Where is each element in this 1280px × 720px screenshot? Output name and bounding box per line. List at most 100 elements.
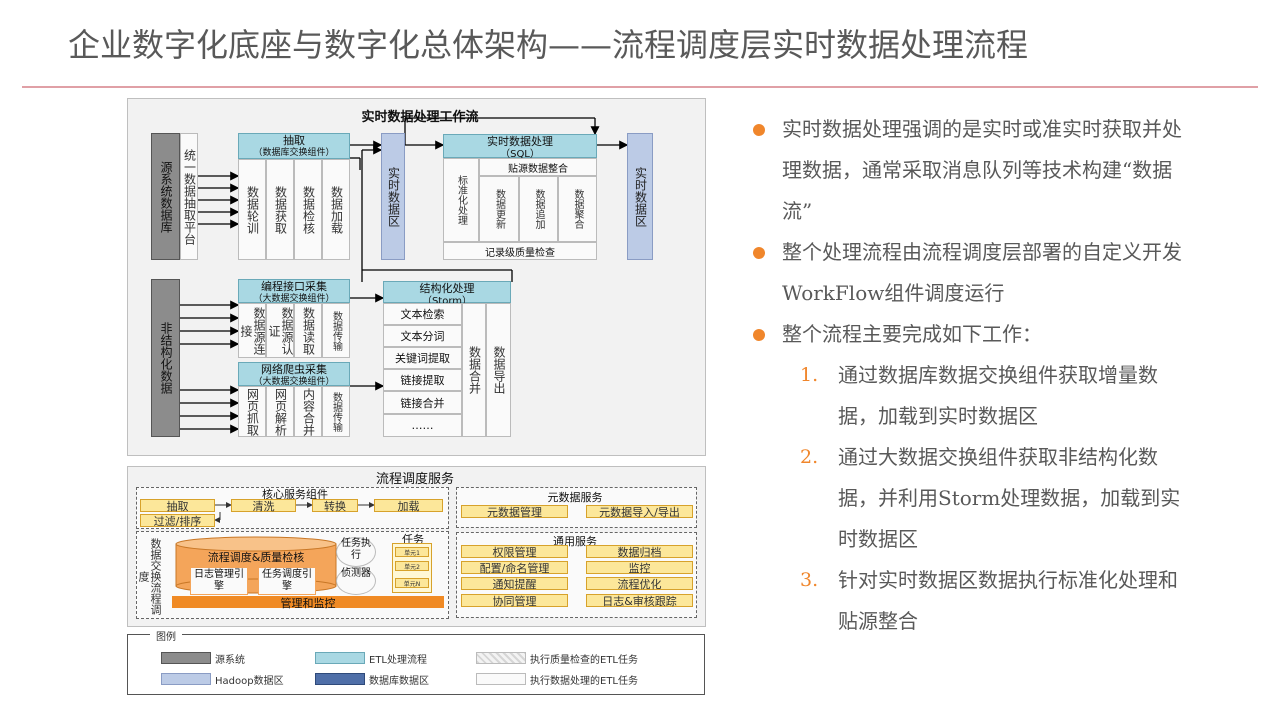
common-item-1: 数据归档 [586, 545, 693, 559]
storm-item-3: 链接提取 [383, 369, 462, 391]
paste-item-0: 数据更新 [479, 176, 519, 242]
bullet-dot-3 [753, 329, 765, 341]
task-unit-2: 单元2 [395, 561, 429, 571]
extract-item-2: 数据检核 [294, 159, 322, 260]
crawler-title: 网络爬虫采集 [261, 363, 327, 376]
bullet-1: 实时数据处理强调的是实时或准实时获取并处理数据，通常采取消息队列等技术构建“数据… [782, 117, 1182, 223]
core-item-load: 加载 [374, 499, 443, 513]
step-num-1: 1. [800, 364, 819, 386]
task-exec-label: 任务执行 [341, 538, 371, 561]
task-unit-n: 单元N [395, 578, 429, 588]
storm-export: 数据导出 [486, 303, 511, 437]
crawler-item-0: 网页抓取 [238, 386, 266, 437]
api-collect-title: 编程接口采集 [261, 280, 327, 293]
common-item-6: 协同管理 [461, 594, 568, 608]
core-arrows [214, 502, 375, 523]
legend-label-process: 执行数据处理的ETL任务 [530, 676, 638, 687]
crawler-subtitle: （大数据交换组件） [253, 377, 335, 387]
workflow-arrows [180, 117, 629, 434]
page-title: 企业数字化底座与数字化总体架构——流程调度层实时数据处理流程 [68, 26, 1029, 64]
storm-item-4: 链接合并 [383, 391, 462, 414]
extract-item-3: 数据加载 [322, 159, 350, 260]
paste-item-1: 数据追加 [519, 176, 558, 242]
standardize-block: 标准化处理 [443, 158, 479, 242]
storm-item-1: 文本分词 [383, 325, 462, 347]
common-item-0: 权限管理 [461, 545, 568, 559]
legend-title: 图例 [150, 628, 182, 643]
detector-label: 侦测器 [341, 568, 371, 579]
api-item-2: 数据读取 [294, 303, 322, 358]
legend-swatch-hadoop [161, 673, 211, 685]
title-divider [22, 86, 1258, 88]
bullet-dot-2 [753, 247, 765, 259]
step-1: 通过数据库数据交换组件获取增量数据，加载到实时数据区 [838, 363, 1158, 428]
common-item-5: 流程优化 [586, 577, 693, 591]
core-item-filter: 过滤/排序 [140, 514, 215, 528]
realtime-proc-subtitle: （SQL） [500, 149, 540, 160]
unified-platform-block: 统一数据抽取平台 [180, 133, 198, 260]
common-item-4: 通知提醒 [461, 577, 568, 591]
exchange-side-label: 数据交换流程调度 [137, 537, 162, 615]
detector-oval [336, 567, 376, 595]
core-item-transform: 转换 [312, 499, 358, 513]
extract-header: 抽取 （数据库交换组件） [238, 133, 350, 159]
api-item-0: 数据源连接 [238, 303, 266, 358]
storm-title: 结构化处理 [419, 282, 475, 295]
legend-swatch-etl [315, 652, 365, 664]
extract-item-1: 数据获取 [266, 159, 294, 260]
extract-title: 抽取 [283, 134, 305, 147]
legend-label-source: 源系统 [215, 655, 245, 666]
task-exec-oval [336, 537, 376, 567]
core-item-clean: 清洗 [231, 499, 296, 513]
task-unit-1: 单元1 [395, 547, 429, 557]
common-services-title: 通用服务 [553, 535, 597, 548]
step-num-2: 2. [800, 446, 819, 468]
legend-swatch-source [161, 652, 211, 664]
bullet-3: 整个流程主要完成如下工作： [782, 322, 1042, 346]
meta-services-title: 元数据服务 [547, 491, 603, 504]
task-engine-label: 任务调度引擎 [262, 569, 312, 592]
storm-item-0: 文本检索 [383, 303, 462, 325]
storm-item-5: …… [383, 414, 462, 437]
api-item-3: 数据传输 [322, 303, 350, 358]
meta-item-manage: 元数据管理 [461, 505, 568, 519]
storm-item-2: 关键词提取 [383, 347, 462, 369]
step-3: 针对实时数据区数据执行标准化处理和贴源整合 [838, 568, 1178, 633]
api-collect-header: 编程接口采集 （大数据交换组件） [238, 279, 350, 304]
legend-swatch-db [315, 673, 365, 685]
common-item-3: 监控 [586, 561, 693, 575]
manage-label: 管理和监控 [280, 597, 336, 610]
log-engine-label: 日志管理引擎 [194, 569, 244, 592]
realtime-zone-2: 实时数据区 [627, 133, 653, 260]
task-label: 任务 [402, 533, 424, 546]
task-engine-box [258, 567, 316, 595]
manage-bar [172, 596, 444, 608]
storm-header: 结构化处理 （Storm） [383, 281, 511, 307]
api-item-1: 数据源认证 [266, 303, 294, 358]
storm-subtitle: （Storm） [421, 296, 473, 307]
api-collect-subtitle: （大数据交换组件） [253, 294, 335, 304]
extract-item-0: 数据轮训 [238, 159, 266, 260]
bullet-dot-1 [753, 124, 765, 136]
paste-title: 贴源数据整合 [479, 158, 597, 176]
extract-subtitle: （数据库交换组件） [253, 148, 335, 158]
service-title: 流程调度服务 [375, 472, 454, 487]
realtime-zone-1: 实时数据区 [381, 133, 405, 260]
common-item-2: 配置/命名管理 [461, 561, 568, 575]
legend-label-quality: 执行质量检查的ETL任务 [530, 655, 638, 666]
engine-label: 流程调度&质量检核 [207, 551, 305, 564]
legend-box [127, 634, 705, 695]
step-2: 通过大数据交换组件获取非结构化数据，并利用Storm处理数据，加载到实时数据区 [838, 445, 1181, 551]
legend-label-db: 数据库数据区 [369, 676, 429, 687]
realtime-proc-header: 实时数据处理 （SQL） [443, 134, 597, 160]
crawler-item-1: 网页解析 [266, 386, 294, 437]
log-engine-box [190, 567, 248, 595]
meta-item-import-export: 元数据导入/导出 [586, 505, 693, 519]
legend-label-etl: ETL处理流程 [369, 655, 427, 666]
legend-swatch-process [476, 673, 526, 685]
storm-merge: 数据合并 [462, 303, 486, 437]
crawler-item-3: 数据传输 [322, 386, 350, 437]
core-services-title: 核心服务组件 [262, 488, 328, 501]
core-item-extract: 抽取 [140, 499, 215, 513]
bullet-2: 整个处理流程由流程调度层部署的自定义开发WorkFlow组件调度运行 [782, 240, 1182, 305]
